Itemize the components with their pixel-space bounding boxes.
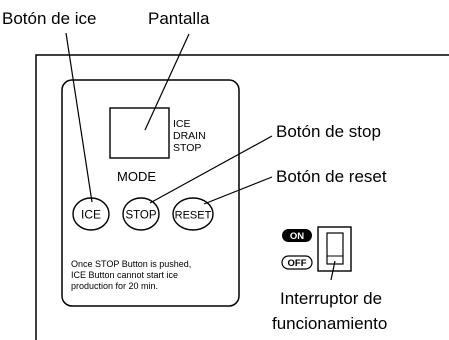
control-panel: ICE DRAIN STOP MODE ICE STOP RESET Once … [61,79,240,307]
callout-operation-switch-line-2: funcionamiento [272,314,387,333]
leader-ice-button [65,32,93,203]
switch-off-label: OFF [288,258,307,269]
reset-button-label: RESET [175,210,212,222]
leader-reset-button [203,176,273,205]
mode-label: MODE [117,169,156,184]
callout-reset-button: Botón de reset [276,167,387,186]
stop-note-line-1: Once STOP Button is pushed, [71,259,191,269]
leader-display [144,33,190,131]
callout-operation-switch-line-1: Interruptor de [280,289,382,308]
callout-ice-button: Botón de ice [2,9,97,28]
reset-button[interactable]: RESET [172,197,214,231]
switch-on-badge: ON [282,229,312,242]
display-indicator-stop: STOP [173,142,201,154]
ice-button-label: ICE [81,208,101,222]
switch-off-badge: OFF [281,255,313,270]
leader-stop-button [149,135,273,204]
display-indicator-drain: DRAIN [173,130,206,142]
stop-button-label: STOP [125,210,156,222]
ice-button[interactable]: ICE [72,197,110,231]
callout-display: Pantalla [148,9,210,28]
stop-note-line-3: production for 20 min. [71,281,158,291]
stop-note-line-2: ICE Button cannot start ice [71,270,178,280]
leader-operation-switch [330,260,336,281]
switch-on-label: ON [290,231,304,242]
leader-lines [65,32,336,281]
display-window [109,107,170,159]
callout-stop-button: Botón de stop [276,122,381,141]
display-indicator-ice: ICE [173,118,191,130]
stop-button[interactable]: STOP [122,197,160,231]
machine-front-outline [35,54,449,340]
